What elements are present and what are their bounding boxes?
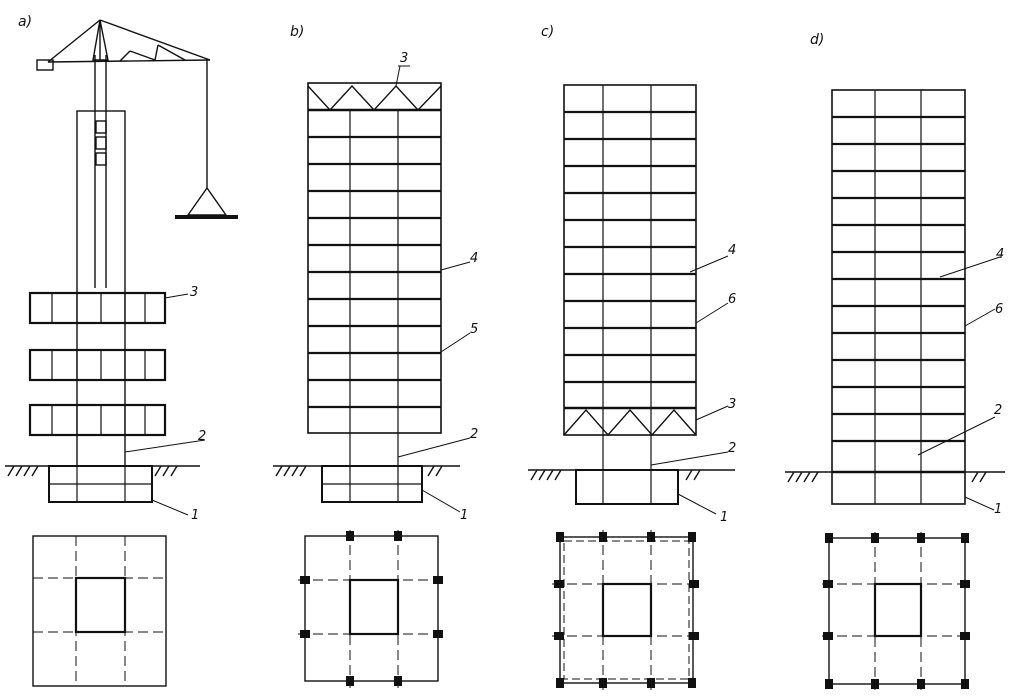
callout-b-1: 1	[460, 508, 468, 523]
ground-line-a	[5, 465, 200, 477]
ground-line-b	[273, 465, 460, 477]
transfer-truss-c	[563, 408, 697, 437]
lifted-slabs	[28, 291, 167, 437]
panel-d-title: d)	[810, 32, 824, 48]
ground-line-c	[528, 469, 735, 481]
callout-d-2: 2	[994, 403, 1002, 418]
building-d	[831, 89, 966, 505]
panel-c: c)	[528, 24, 736, 690]
panel-a: a)	[5, 14, 238, 687]
callout-b-4: 4	[470, 251, 478, 266]
callout-a-3: 3	[190, 285, 198, 300]
callout-c-3: 3	[728, 397, 736, 412]
callout-c-2: 2	[728, 441, 736, 456]
building-b	[307, 82, 442, 434]
floors-d	[832, 115, 965, 474]
callout-d-1: 1	[994, 502, 1002, 517]
roof-truss-b	[307, 84, 442, 112]
plan-c	[552, 530, 700, 690]
callout-b-3: 3	[400, 51, 408, 66]
plan-b	[298, 530, 446, 688]
callout-c-4: 4	[728, 243, 736, 258]
panel-d: d)	[785, 32, 1005, 690]
counterweight	[36, 59, 54, 71]
callout-c-6: 6	[728, 292, 736, 307]
plan-d	[822, 532, 972, 690]
callout-b-2: 2	[470, 427, 478, 442]
foundation-c	[575, 469, 679, 505]
tower-crane	[36, 19, 238, 288]
foundation-a	[48, 465, 153, 503]
plan-c-columns	[554, 532, 699, 688]
panel-b-title: b)	[290, 24, 304, 40]
callout-c-1: 1	[720, 510, 728, 525]
callout-a-1: 1	[191, 508, 199, 523]
plan-a	[32, 535, 167, 687]
floors-c	[564, 110, 696, 410]
foundation-b	[321, 465, 423, 503]
panel-c-title: c)	[541, 24, 554, 40]
panel-b: b)	[273, 24, 478, 688]
callout-b-5: 5	[470, 322, 478, 337]
plan-d-columns	[823, 533, 970, 689]
ground-line-d	[785, 471, 1005, 483]
floors-b	[308, 135, 441, 409]
callout-a-2: 2	[198, 429, 206, 444]
building-c	[563, 84, 697, 436]
callout-d-6: 6	[995, 302, 1003, 317]
plan-b-columns	[300, 531, 443, 686]
callout-d-4: 4	[996, 247, 1004, 262]
panel-a-title: a)	[18, 14, 32, 30]
